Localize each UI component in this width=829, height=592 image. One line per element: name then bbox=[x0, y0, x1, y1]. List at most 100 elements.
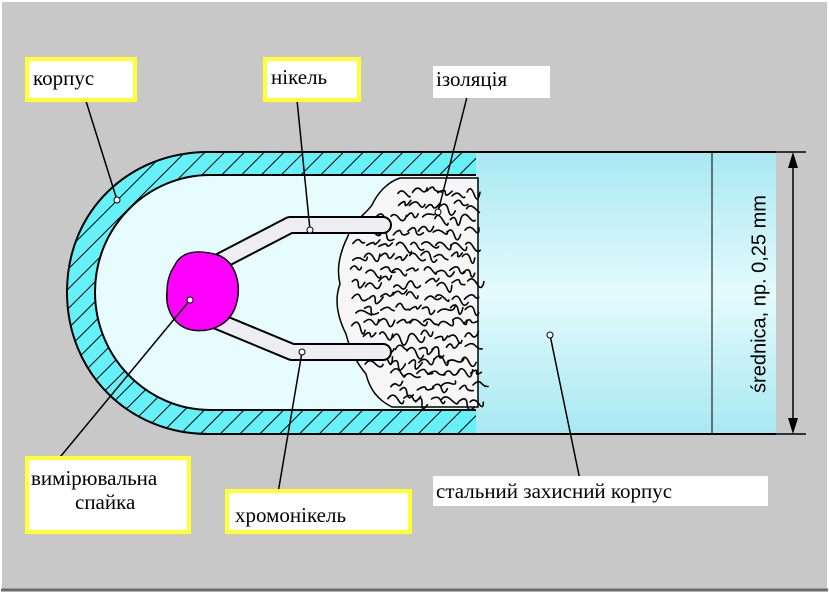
insulation-squiggle bbox=[449, 216, 462, 227]
insulation-squiggle bbox=[410, 241, 425, 251]
insulation-squiggle bbox=[418, 346, 435, 356]
chromonickel-wire bbox=[201, 309, 392, 361]
insulation-squiggle bbox=[351, 278, 366, 289]
insulation-squiggle bbox=[434, 294, 450, 302]
insulation-squiggle bbox=[424, 277, 440, 284]
insulation-squiggle bbox=[378, 331, 394, 341]
insulation-squiggle bbox=[449, 304, 464, 315]
insulation-squiggle bbox=[392, 289, 408, 296]
insulation-squiggle bbox=[408, 359, 424, 370]
insulation-squiggle bbox=[451, 278, 466, 286]
dimension-arrow-bottom bbox=[788, 418, 798, 434]
insulation-squiggle bbox=[352, 238, 366, 245]
insulation-squiggle bbox=[450, 242, 468, 252]
insulation-squiggle bbox=[431, 383, 449, 394]
label-nickel: нікель bbox=[263, 57, 361, 102]
insulation-squiggle bbox=[436, 189, 453, 196]
insulation-squiggle bbox=[405, 291, 419, 300]
insulation-squiggle bbox=[362, 332, 377, 338]
insulation-squiggle bbox=[355, 309, 373, 316]
insulation-squiggle bbox=[451, 317, 468, 326]
insulation-squiggle bbox=[461, 253, 476, 265]
insulation-squiggle bbox=[457, 367, 474, 378]
insulation-squiggle bbox=[363, 318, 380, 326]
insulation-squiggle bbox=[380, 291, 394, 298]
insulation-squiggle bbox=[365, 239, 381, 247]
insulation-squiggle bbox=[417, 225, 435, 233]
insulation-squiggle bbox=[469, 399, 485, 408]
insulation-squiggle bbox=[387, 394, 405, 405]
insulation-squiggle bbox=[450, 251, 463, 258]
insulation-squiggle bbox=[458, 398, 475, 411]
insulation-squiggle bbox=[464, 342, 483, 350]
insulation-squiggle bbox=[390, 380, 404, 388]
insulation-squiggle bbox=[462, 319, 479, 325]
insulation-squiggle bbox=[390, 213, 408, 222]
insulation-squiggle bbox=[445, 341, 460, 349]
insulation-squiggle bbox=[407, 226, 425, 236]
insulation-squiggle bbox=[435, 269, 455, 278]
insulation-squiggle bbox=[433, 253, 449, 261]
insulation-squiggle bbox=[436, 281, 453, 293]
insulation-squiggle bbox=[437, 203, 457, 216]
dimension-arrow-top bbox=[788, 152, 798, 168]
label-measuring-junction-line2: спайка bbox=[75, 490, 136, 514]
label-measuring-junction-line1: вимірювальна bbox=[31, 466, 158, 490]
label-chromonickel: хромонікель bbox=[225, 489, 412, 534]
insulation-squiggle bbox=[420, 250, 438, 264]
insulation-squiggle bbox=[463, 294, 480, 300]
label-diameter: średnica, np. 0,25 mm bbox=[748, 195, 771, 393]
insulation-squiggle bbox=[408, 201, 426, 208]
insulation-squiggle bbox=[406, 346, 425, 360]
insulation-squiggle bbox=[409, 318, 428, 327]
insulation-squiggle bbox=[393, 283, 408, 290]
insulation-squiggle bbox=[458, 384, 475, 392]
insulation-squiggle bbox=[390, 359, 407, 371]
measuring-junction bbox=[166, 251, 239, 332]
insulation-squiggle bbox=[464, 226, 480, 234]
insulation-squiggle bbox=[403, 372, 421, 379]
insulation-squiggle bbox=[451, 295, 469, 306]
insulation-squiggle bbox=[380, 252, 395, 259]
insulation-squiggle bbox=[462, 269, 476, 278]
insulation-squiggle bbox=[434, 214, 449, 226]
insulation-squiggle bbox=[451, 192, 466, 199]
insulation-squiggle bbox=[364, 282, 383, 290]
insulation-squiggle bbox=[472, 380, 489, 388]
insulation-squiggle bbox=[461, 356, 477, 368]
insulation-squiggle bbox=[411, 187, 428, 194]
insulation-squiggle bbox=[416, 386, 435, 391]
insulation-squiggle bbox=[446, 357, 465, 364]
insulation-squiggle bbox=[395, 302, 409, 311]
insulation-squiggle bbox=[427, 370, 446, 376]
insulation-squiggle bbox=[442, 370, 460, 376]
insulation-squiggle bbox=[437, 319, 455, 327]
insulation-squiggle bbox=[396, 318, 414, 324]
insulation-squiggle bbox=[394, 254, 409, 262]
insulation-squiggle bbox=[380, 306, 395, 312]
insulation-squiggle bbox=[422, 318, 439, 326]
insulation-squiggle bbox=[433, 355, 450, 367]
insulation-squiggle bbox=[349, 265, 363, 271]
insulation-squiggle bbox=[420, 241, 440, 249]
insulation-squiggle bbox=[363, 305, 380, 316]
insulation-squiggle bbox=[420, 329, 434, 338]
label-housing: корпус bbox=[25, 57, 137, 102]
insulation-squiggle bbox=[464, 241, 481, 253]
insulation-squiggle bbox=[431, 346, 445, 359]
leader-lines bbox=[55, 79, 581, 494]
insulation-squiggle bbox=[437, 305, 456, 313]
insulation-squiggle bbox=[466, 278, 485, 289]
insulation-squiggle bbox=[464, 305, 480, 317]
insulation-squiggle bbox=[424, 295, 442, 301]
steel-tube bbox=[476, 152, 776, 434]
insulation-squiggle bbox=[434, 241, 452, 251]
insulation-squiggle bbox=[434, 335, 449, 342]
insulation-squiggle bbox=[406, 280, 422, 289]
insulation-squiggle bbox=[440, 380, 457, 387]
insulation-squiggle bbox=[406, 212, 419, 219]
insulation-squiggle bbox=[430, 396, 446, 405]
insulation-squiggle bbox=[414, 397, 429, 410]
insulation-squiggle bbox=[440, 396, 459, 405]
